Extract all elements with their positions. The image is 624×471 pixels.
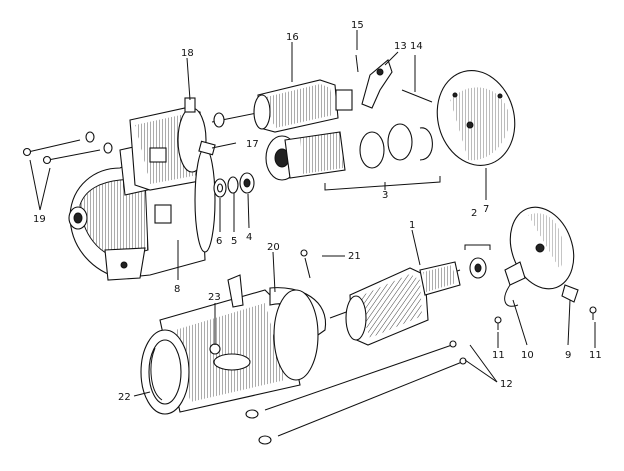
callout-1: 1 — [409, 220, 415, 231]
callout-5: 5 — [231, 236, 237, 247]
callout-21: 21 — [348, 251, 361, 262]
drive-end-housing — [68, 97, 216, 281]
callout-12: 12 — [500, 379, 513, 390]
contact-block — [198, 140, 216, 156]
callout-15: 15 — [351, 20, 364, 31]
pinion-drive — [265, 123, 433, 181]
callout-22: 22 — [118, 392, 131, 403]
callout-11-left: 11 — [492, 350, 505, 361]
solenoid-plunger — [211, 79, 353, 133]
callout-17: 17 — [246, 139, 259, 150]
callout-14: 14 — [410, 41, 423, 52]
armature — [329, 257, 487, 346]
callout-19: 19 — [33, 214, 46, 225]
callout-20: 20 — [267, 242, 280, 253]
through-bolts — [245, 340, 467, 445]
commutator-end-cover — [436, 70, 516, 166]
callout-18: 18 — [181, 48, 194, 59]
brush-plate — [504, 206, 579, 307]
callout-4: 4 — [246, 232, 252, 243]
callout-23: 23 — [208, 292, 221, 303]
leader-lines — [29, 30, 596, 397]
washers-4-5-6 — [213, 172, 255, 198]
callout-13: 13 — [394, 41, 407, 52]
shift-lever — [355, 54, 433, 109]
callout-9: 9 — [565, 350, 571, 361]
callout-8: 8 — [174, 284, 180, 295]
yoke-housing — [140, 249, 327, 415]
mounting-bolts — [22, 131, 113, 165]
callout-7: 7 — [483, 204, 489, 215]
callout-11-right: 11 — [589, 350, 602, 361]
callout-10: 10 — [521, 350, 534, 361]
callout-3: 3 — [382, 190, 388, 201]
callout-6: 6 — [216, 236, 222, 247]
small-screws — [494, 306, 597, 330]
callout-16: 16 — [286, 32, 299, 43]
callout-2: 2 — [471, 208, 477, 219]
